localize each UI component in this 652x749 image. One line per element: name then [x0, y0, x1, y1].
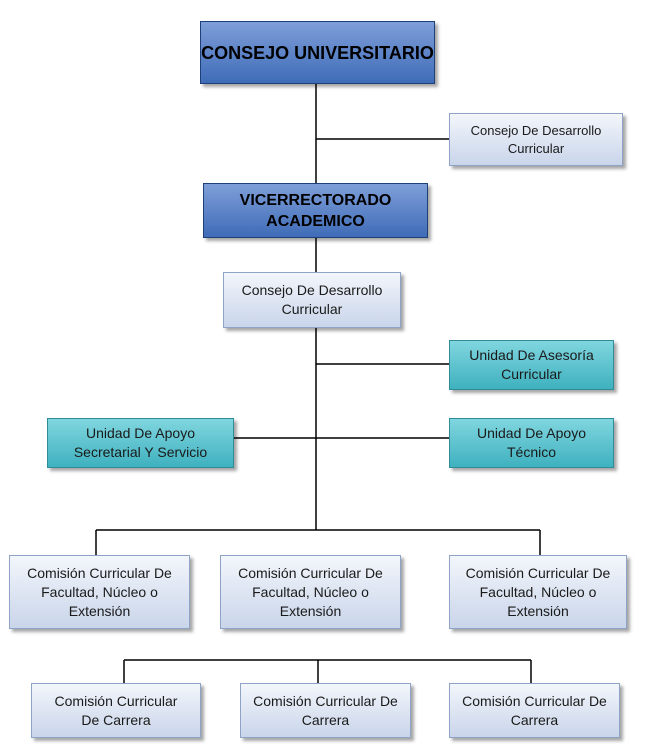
unidad-asesoria-box: Unidad De Asesoría Curricular — [449, 340, 614, 390]
unidad-apoyo-tecnico-label: Unidad De Apoyo Técnico — [477, 425, 586, 460]
comision-facultad-label: Comisión Curricular De Facultad, Núcleo … — [238, 564, 383, 619]
vicerrectorado-label: VICERRECTORADO ACADEMICO — [239, 191, 392, 230]
consejo-desarrollo-mid-box: Consejo De Desarrollo Curricular — [223, 272, 401, 328]
consejo-universitario-box: CONSEJO UNIVERSITARIO — [200, 21, 435, 84]
unidad-asesoria-label: Unidad De Asesoría Curricular — [469, 347, 594, 382]
comision-facultad-box: Comisión Curricular De Facultad, Núcleo … — [449, 555, 627, 629]
comision-facultad-label: Comisión Curricular De Facultad, Núcleo … — [27, 564, 172, 619]
consejo-desarrollo-top-label: Consejo De Desarrollo Curricular — [470, 122, 602, 156]
consejo-universitario-label: CONSEJO UNIVERSITARIO — [201, 42, 434, 63]
comision-carrera-box: Comisión Curricular De Carrera — [240, 683, 411, 738]
consejo-desarrollo-top-box: Consejo De Desarrollo Curricular — [449, 113, 623, 166]
unidad-apoyo-secretarial-box: Unidad De Apoyo Secretarial Y Servicio — [47, 418, 234, 468]
unidad-apoyo-secretarial-label: Unidad De Apoyo Secretarial Y Servicio — [73, 425, 208, 460]
consejo-desarrollo-mid-label: Consejo De Desarrollo Curricular — [241, 282, 383, 317]
comision-facultad-label: Comisión Curricular De Facultad, Núcleo … — [465, 564, 611, 619]
comision-facultad-box: Comisión Curricular De Facultad, Núcleo … — [220, 555, 401, 629]
comision-carrera-box: Comisión Curricular De Carrera — [31, 683, 201, 738]
comision-carrera-box: Comisión Curricular De Carrera — [449, 683, 620, 738]
comision-carrera-label: Comisión Curricular De Carrera — [253, 692, 398, 728]
comision-carrera-label: Comisión Curricular De Carrera — [54, 692, 178, 728]
vicerrectorado-box: VICERRECTORADO ACADEMICO — [203, 183, 428, 238]
comision-facultad-box: Comisión Curricular De Facultad, Núcleo … — [9, 555, 190, 629]
comision-carrera-label: Comisión Curricular De Carrera — [462, 692, 607, 728]
unidad-apoyo-tecnico-box: Unidad De Apoyo Técnico — [449, 418, 614, 468]
